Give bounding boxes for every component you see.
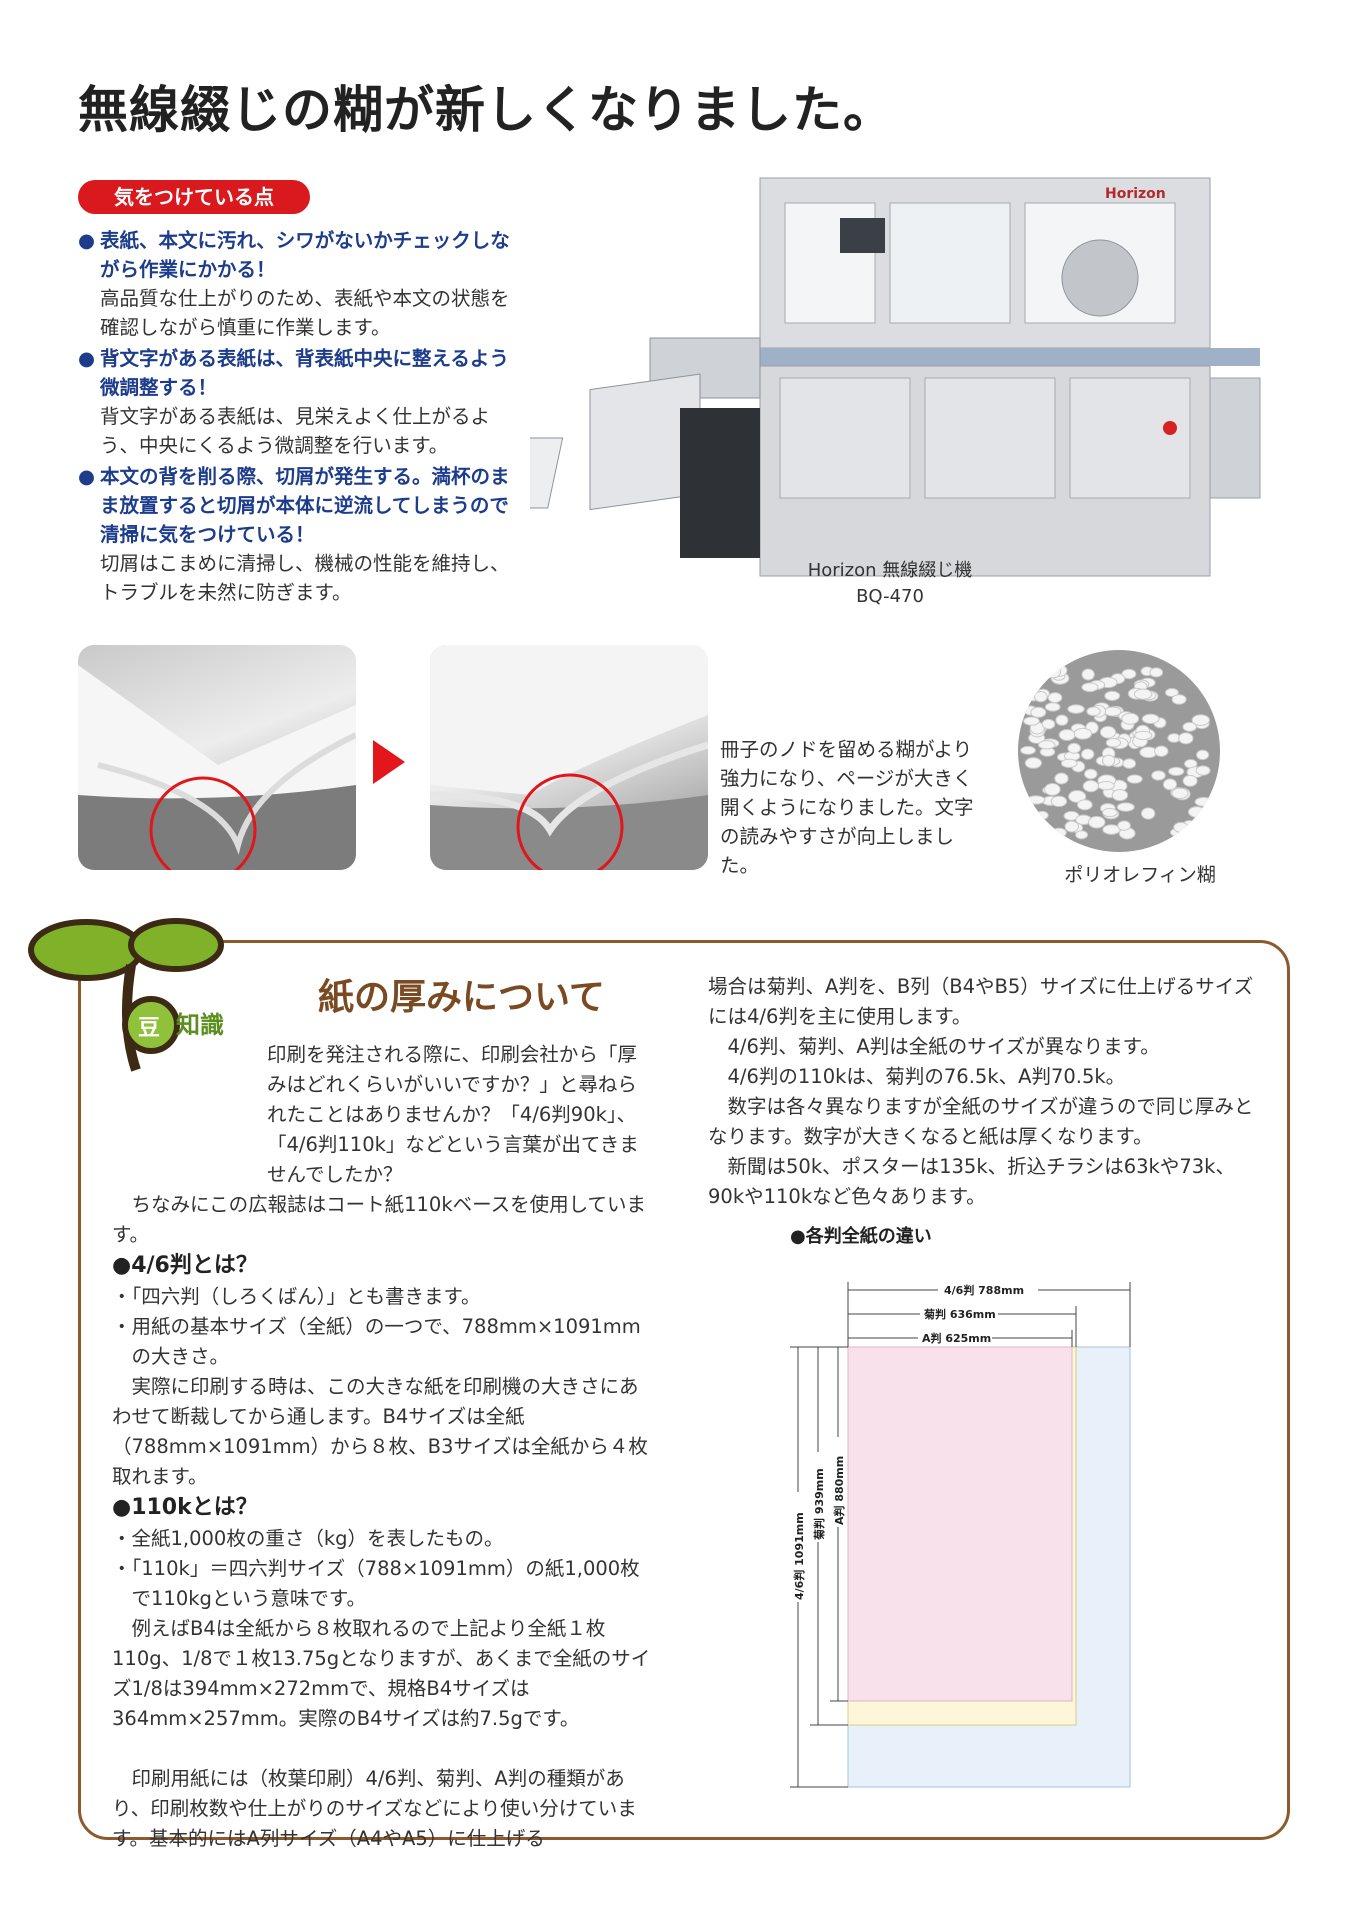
body-paragraph: 例えばB4は全紙から８枚取れるので上記より全紙１枚110g、1/8で１枚13.7…: [112, 1617, 651, 1730]
glue-caption: 冊子のノドを留める糊がより強力になり、ページが大きく開くようになりました。文字の…: [720, 738, 974, 877]
arrow-right-icon: [373, 740, 405, 784]
bullet-dot: ●: [78, 347, 96, 370]
machine-brand: Horizon: [1105, 186, 1166, 202]
width-46-label: 4/6判 788mm: [944, 1283, 1024, 1297]
point-heading: 背文字がある表紙は、背表紙中央に整えるよう微調整する！: [100, 347, 509, 399]
chishiki-badge: 知識: [176, 1011, 224, 1039]
pellet-caption: ポリオレフィン糊: [1064, 864, 1216, 886]
highlight-circle: [149, 776, 257, 870]
height-a-label: A判 880mm: [832, 1456, 846, 1525]
height-46-label: 4/6判 1091mm: [792, 1512, 806, 1600]
point-body: 高品質な仕上がりのため、表紙や本文の状態を確認しながら慎重に作業します。: [100, 287, 510, 339]
body-paragraph: 印刷用紙には（枚葉印刷）4/6判、菊判、A判の種類があり、印刷枚数や仕上がりのサ…: [112, 1767, 637, 1850]
point-item: ●本文の背を削る際、切屑が発生する。満杯のまま放置すると切屑が本体に逆流してしま…: [78, 462, 528, 607]
knowledge-column-right: 場合は菊判、A判を、B列（B4やB5）サイズに仕上げるサイズには4/6判を主に使…: [708, 972, 1256, 1212]
bullet-text: ・「110k」＝四六判サイズ（788×1091mm）の紙1,000枚で110kg…: [112, 1557, 640, 1610]
bullet-dot: ●: [78, 229, 96, 252]
point-item: ●背文字がある表紙は、背表紙中央に整えるよう微調整する！ 背文字がある表紙は、見…: [78, 344, 528, 460]
caution-points: ●表紙、本文に汚れ、シワがないかチェックしながら作業にかかる！ 高品質な仕上がり…: [78, 226, 528, 609]
width-kiku-label: 菊判 636mm: [924, 1307, 996, 1321]
mame-badge: 豆: [138, 1016, 160, 1041]
highlight-circle: [516, 773, 624, 870]
intro-paragraph: ちなみにこの広報誌はコート紙110kベースを使用しています。: [112, 1193, 647, 1246]
bullet-text: ・「四六判（しろくばん）」とも書きます。: [112, 1285, 481, 1308]
bullet-text: ・用紙の基本サイズ（全紙）の一つで、788mm×1091mmの大きさ。: [112, 1315, 641, 1368]
body-paragraph: 4/6判の110kは、菊判の76.5k、A判70.5k。: [727, 1065, 1126, 1088]
body-paragraph: 新聞は50k、ポスターは135k、折込チラシは63kや73k、90kや110kな…: [708, 1155, 1235, 1208]
knowledge-box: [78, 940, 1290, 1840]
bullet-dot: ●: [78, 465, 96, 488]
width-a-label: A判 625mm: [922, 1331, 991, 1345]
body-paragraph: 数字は各々異なりますが全紙のサイズが違うので同じ厚みとなります。数字が大きくなる…: [708, 1095, 1254, 1148]
bullet-text: ・全紙1,000枚の重さ（kg）を表したもの。: [112, 1527, 504, 1550]
height-kiku-label: 菊判 939mm: [812, 1468, 826, 1540]
page-title: 無線綴じの糊が新しくなりました。: [78, 81, 894, 139]
caution-badge: 気をつけている点: [78, 180, 310, 214]
glue-pellets-image: [1018, 650, 1220, 852]
after-photo: [430, 645, 708, 870]
before-photo: [78, 645, 356, 870]
point-heading: 本文の背を削る際、切屑が発生する。満杯のまま放置すると切屑が本体に逆流してしまう…: [100, 465, 510, 546]
sprout-icon: 豆 知識: [28, 918, 224, 1072]
point-body: 背文字がある表紙は、見栄えよく仕上がるよう、中央にくるよう微調整を行います。: [100, 405, 491, 457]
point-heading: 表紙、本文に汚れ、シワがないかチェックしながら作業にかかる！: [100, 229, 510, 281]
subheading: ●4/6判とは？: [112, 1253, 258, 1278]
body-paragraph: 場合は菊判、A判を、B列（B4やB5）サイズに仕上げるサイズには4/6判を主に使…: [708, 975, 1254, 1028]
binding-machine-image: Horizon: [530, 177, 1261, 577]
intro-paragraph: 印刷を発注される際に、印刷会社から「厚みはどれくらいがいいですか？」と尋ねられた…: [267, 1043, 639, 1186]
body-paragraph: 4/6判、菊判、A判は全紙のサイズが異なります。: [727, 1035, 1160, 1058]
size-a-sheet: [847, 1346, 1073, 1702]
knowledge-column-left: 印刷を発注される際に、印刷会社から「厚みはどれくらいがいいですか？」と尋ねられた…: [112, 1040, 652, 1854]
paper-size-diagram: 4/6判 788mm 菊判 636mm A判 625mm 4/6判 1091mm…: [790, 1282, 1131, 1788]
body-paragraph: 実際に印刷する時は、この大きな紙を印刷機の大きさにあわせて断裁してから通します。…: [112, 1375, 648, 1488]
subheading: ●110kとは？: [112, 1495, 258, 1520]
machine-caption: Horizon 無線綴じ機 BQ-470: [807, 560, 973, 607]
section-title: 紙の厚みについて: [318, 977, 605, 1018]
point-item: ●表紙、本文に汚れ、シワがないかチェックしながら作業にかかる！ 高品質な仕上がり…: [78, 226, 528, 342]
point-body: 切屑はこまめに清掃し、機械の性能を維持し、トラブルを未然に防ぎます。: [100, 552, 510, 604]
diagram-title: ●各判全紙の違い: [790, 1226, 932, 1247]
